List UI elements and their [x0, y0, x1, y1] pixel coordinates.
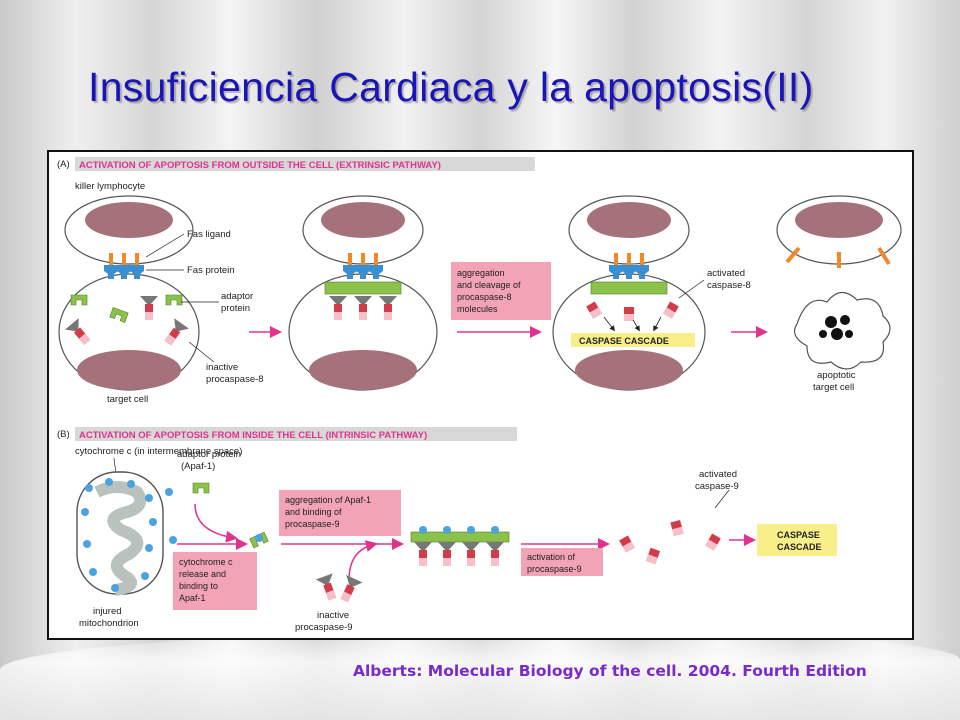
activated-caspase9	[619, 519, 721, 565]
aggregation-a-line1: aggregation	[457, 268, 505, 278]
cyto-box-line1: cytochrome c	[179, 557, 233, 567]
panel-a-header: ACTIVATION OF APOPTOSIS FROM OUTSIDE THE…	[79, 160, 441, 171]
background-swoosh	[0, 630, 960, 720]
apaf1-adaptor	[192, 482, 210, 494]
adaptor-protein-label-2: protein	[221, 303, 250, 314]
aggregation-box-b	[279, 490, 401, 536]
apaf1-complex	[249, 531, 269, 549]
apoptotic-target-label-1: apoptotic	[817, 370, 856, 381]
aggregation-b-line1: aggregation of Apaf-1	[285, 495, 371, 505]
cytochrome-label: cytochrome c (in intermembrane space)	[75, 446, 242, 457]
apoptosome	[410, 526, 510, 566]
cyto-box-line3: binding to	[179, 581, 218, 591]
killer-lymphocyte-label: killer lymphocyte	[75, 181, 145, 192]
injured-mito-label-2: mitochondrion	[79, 618, 139, 629]
extrinsic-cell-3	[552, 195, 706, 391]
apoptotic-target-label-2: target cell	[813, 382, 854, 393]
cytochrome-release-box	[173, 552, 257, 610]
cyto-box-line2: release and	[179, 569, 226, 579]
inactive-procaspase9-label-1: inactive	[317, 610, 349, 621]
activated-caspase9-label-2: caspase-9	[695, 481, 739, 492]
adaptor-protein-label-1: adaptor	[221, 291, 253, 302]
activated-caspase8-label-2: caspase-8	[707, 280, 751, 291]
fas-protein-label: Fas protein	[187, 265, 235, 276]
panel-a: (A) ACTIVATION OF APOPTOSIS FROM OUTSIDE…	[57, 157, 902, 405]
extrinsic-cell-2	[288, 195, 438, 391]
panel-b-header: ACTIVATION OF APOPTOSIS FROM INSIDE THE …	[79, 430, 427, 441]
activation-box	[521, 548, 603, 576]
activation-line2: procaspase-9	[527, 564, 582, 574]
extrinsic-cell-4	[776, 195, 902, 370]
target-cell-label: target cell	[107, 394, 148, 405]
caspase-cascade-b-2: CASCADE	[777, 542, 822, 552]
arrow-b-merge	[194, 503, 238, 543]
slide-title: Insuficiencia Cardiaca y la apoptosis(II…	[88, 64, 814, 110]
fas-ligand-label: Fas ligand	[187, 229, 231, 240]
activation-line1: activation of	[527, 552, 576, 562]
panel-a-letter: (A)	[57, 159, 70, 170]
inactive-procaspase8-label-2: procaspase-8	[206, 374, 264, 385]
activated-caspase9-label-1: activated	[699, 469, 737, 480]
caspase-cascade-b-1: CASPASE	[777, 530, 820, 540]
adaptor-apaf-label-2: (Apaf-1)	[181, 461, 215, 472]
cyto-box-line4: Apaf-1	[179, 593, 206, 603]
inactive-procaspase9-label-2: procaspase-9	[295, 622, 353, 633]
injured-mitochondrion	[76, 471, 177, 596]
aggregation-a-line4: molecules	[457, 304, 498, 314]
aggregation-a-line3: procaspase-8	[457, 292, 512, 302]
citation: Alberts: Molecular Biology of the cell. …	[353, 662, 867, 680]
panel-b-letter: (B)	[57, 429, 70, 440]
injured-mito-label-1: injured	[93, 606, 122, 617]
aggregation-box-a	[451, 262, 551, 320]
apoptosis-diagram: (A) ACTIVATION OF APOPTOSIS FROM OUTSIDE…	[57, 157, 902, 633]
aggregation-b-line3: procaspase-9	[285, 519, 340, 529]
extrinsic-cell-1	[58, 195, 200, 391]
arrow-b-procasp	[348, 540, 378, 581]
inactive-procaspase8-label-1: inactive	[206, 362, 238, 373]
aggregation-b-line2: and binding of	[285, 507, 342, 517]
aggregation-a-line2: and cleavage of	[457, 280, 521, 290]
caspase-cascade-b-box	[757, 524, 837, 556]
apoptosis-figure: (A) ACTIVATION OF APOPTOSIS FROM OUTSIDE…	[47, 150, 914, 640]
adaptor-apaf-label-1: adaptor protein	[177, 449, 241, 460]
panel-b: (B) ACTIVATION OF APOPTOSIS FROM INSIDE …	[57, 427, 837, 633]
activated-caspase8-label-1: activated	[707, 268, 745, 279]
caspase-cascade-a: CASPASE CASCADE	[579, 336, 669, 346]
